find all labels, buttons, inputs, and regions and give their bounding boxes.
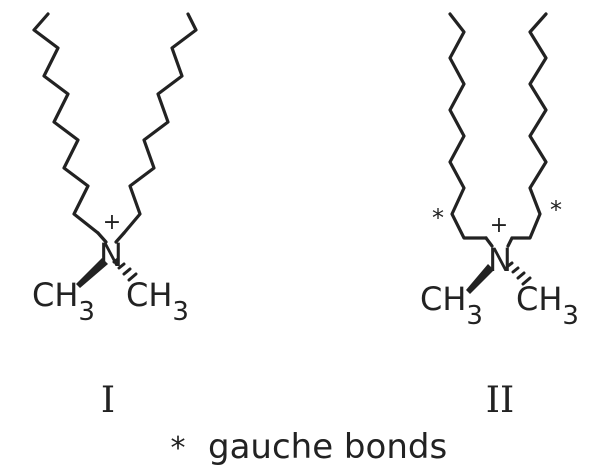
structure-II-right-chain <box>510 12 548 240</box>
structure-I-charge: + <box>103 210 121 235</box>
structure-II-gauche-marker-left: * <box>432 204 444 232</box>
structure-I-label: I <box>101 380 115 421</box>
legend-text: gauche bonds <box>208 427 447 467</box>
structure-II-hash-bond <box>506 261 532 286</box>
structure-I-bond-right-n <box>114 231 126 244</box>
structure-I-nitrogen: N <box>99 236 123 274</box>
structure-II-methyl-left: CH3 <box>420 280 483 331</box>
structure-II: * * + N CH3 CH3 II <box>420 12 579 421</box>
structure-I-methyl-left: CH3 <box>32 276 95 327</box>
structure-II-bond-left-n <box>484 236 494 248</box>
structure-II-methyl-right: CH3 <box>516 280 579 331</box>
structure-I: + N CH3 CH3 I <box>32 12 198 421</box>
structure-I-hash-bond <box>112 257 138 282</box>
structure-I-right-chain <box>122 12 198 235</box>
structure-I-wedge-bond <box>76 258 108 288</box>
structure-I-methyl-right: CH3 <box>126 276 189 327</box>
structure-II-label: II <box>486 380 514 421</box>
structure-II-left-chain <box>448 12 488 240</box>
structure-I-left-chain <box>32 12 100 235</box>
legend-marker: * <box>171 431 186 466</box>
structure-II-bond-right-n <box>506 236 514 248</box>
structure-I-bond-left-n <box>96 231 108 244</box>
structure-II-nitrogen: N <box>488 241 512 279</box>
structure-II-charge: + <box>490 213 508 238</box>
structure-II-gauche-marker-right: * <box>550 196 562 224</box>
legend: * gauche bonds <box>171 427 448 467</box>
structure-II-wedge-bond <box>466 264 494 294</box>
